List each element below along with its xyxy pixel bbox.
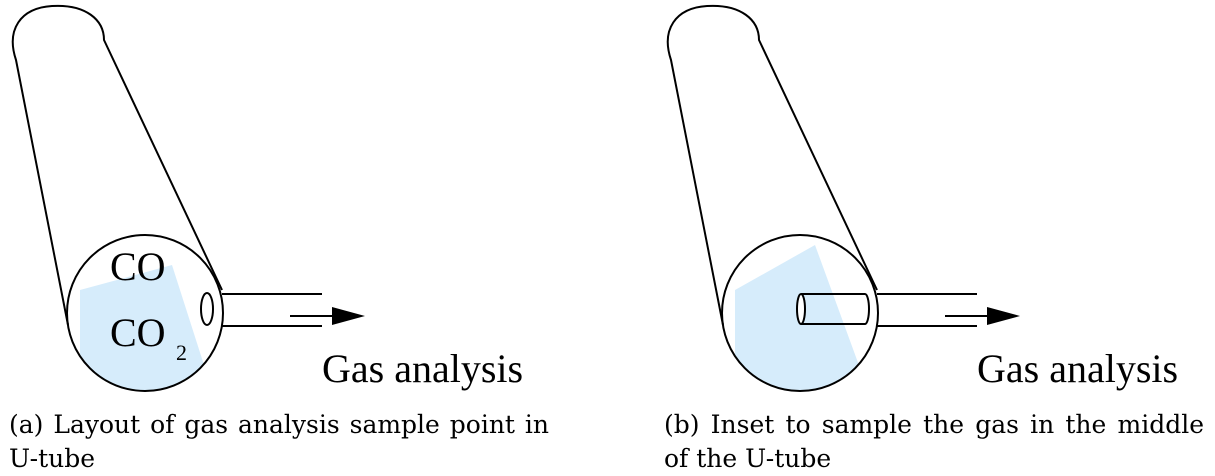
panel-a-gas-analysis-label: Gas analysis bbox=[322, 346, 523, 391]
panel-a-tube-body bbox=[11, 4, 223, 326]
panel-a-tube-opening bbox=[66, 234, 224, 392]
panel-a-gas-region bbox=[80, 265, 212, 390]
panel-a-co2-label: CO bbox=[110, 310, 166, 355]
panel-a-co2-subscript: 2 bbox=[176, 340, 187, 365]
panel-b-tube-body bbox=[666, 4, 878, 326]
panel-b-gas-analysis-label: Gas analysis bbox=[977, 346, 1178, 391]
caption-b: (b) Inset to sample the gas in the middl… bbox=[664, 410, 1204, 473]
panel-b-diagram: Gas analysis bbox=[666, 4, 1178, 392]
panel-a-co-label: CO bbox=[110, 244, 166, 289]
panel-b-sampling-inset-tube bbox=[796, 293, 870, 325]
panel-a-flow-arrowhead bbox=[332, 307, 365, 325]
panel-b-flow-arrowhead bbox=[987, 307, 1020, 325]
panel-a-sample-port bbox=[200, 292, 214, 326]
panel-a-diagram: CO CO 2 Gas analysis bbox=[11, 4, 523, 392]
panel-b-tube-opening bbox=[721, 234, 879, 392]
caption-a: (a) Layout of gas analysis sample point … bbox=[9, 410, 549, 473]
